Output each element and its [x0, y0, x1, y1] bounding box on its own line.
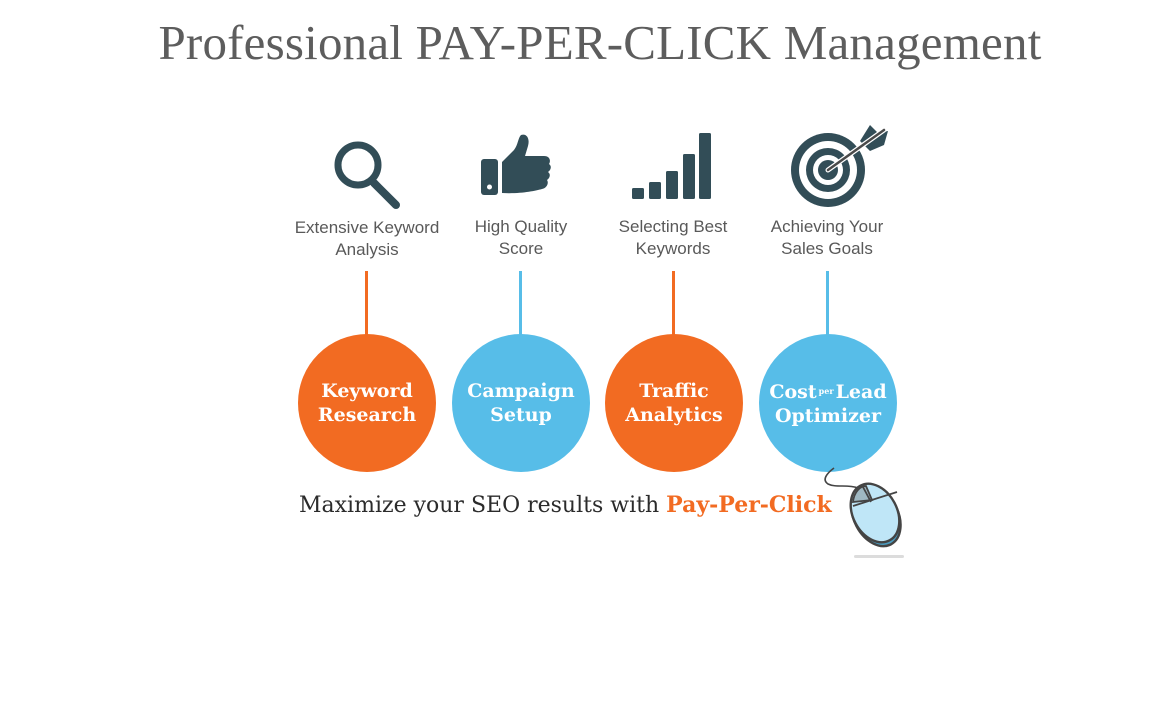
connector-line — [519, 271, 522, 335]
feature-label-line: Extensive Keyword — [294, 218, 440, 237]
tagline: Maximize your SEO results with Pay-Per-C… — [299, 492, 832, 518]
service-label-line: Research — [317, 404, 417, 426]
connector-line — [826, 271, 829, 335]
magnifier-icon — [330, 138, 406, 214]
computer-mouse-icon — [818, 466, 913, 562]
service-traffic-analytics: Traffic Analytics — [605, 334, 743, 472]
feature-label-quality-score: High Quality Score — [436, 216, 606, 260]
feature-label-keyword-analysis: Extensive Keyword Analysis — [282, 217, 452, 261]
target-icon — [788, 121, 892, 209]
connector-line — [365, 271, 368, 335]
service-label-line: Campaign — [467, 380, 575, 402]
page-title: Professional PAY-PER-CLICK Management — [158, 15, 1042, 70]
feature-label-sales-goals: Achieving Your Sales Goals — [742, 216, 912, 260]
feature-label-line: Achieving Your — [770, 217, 884, 236]
service-label-per: per — [818, 385, 834, 396]
service-label-cost: Cost — [769, 380, 817, 403]
feature-label-line: High Quality — [474, 217, 568, 236]
service-label-line: Traffic — [639, 380, 709, 402]
tagline-highlight: Pay-Per-Click — [666, 492, 832, 518]
service-label-line: Optimizer — [774, 404, 882, 427]
feature-label-best-keywords: Selecting Best Keywords — [588, 216, 758, 260]
service-label-line: Keyword — [321, 380, 413, 402]
feature-label-line: Score — [498, 239, 544, 258]
service-keyword-research: Keyword Research — [298, 334, 436, 472]
feature-label-line: Keywords — [635, 239, 711, 258]
tagline-text: Maximize your SEO results with — [299, 493, 667, 518]
feature-label-line: Sales Goals — [781, 239, 873, 258]
feature-label-line: Selecting Best — [618, 217, 728, 236]
service-label-lead: Lead — [835, 380, 887, 403]
bar-chart-icon — [630, 132, 712, 202]
connector-line — [672, 271, 675, 335]
service-label-line: Setup — [490, 404, 552, 426]
feature-label-line: Analysis — [335, 240, 399, 259]
thumbs-up-icon — [480, 132, 552, 204]
service-label-line: Analytics — [625, 404, 723, 426]
service-campaign-setup: Campaign Setup — [452, 334, 590, 472]
